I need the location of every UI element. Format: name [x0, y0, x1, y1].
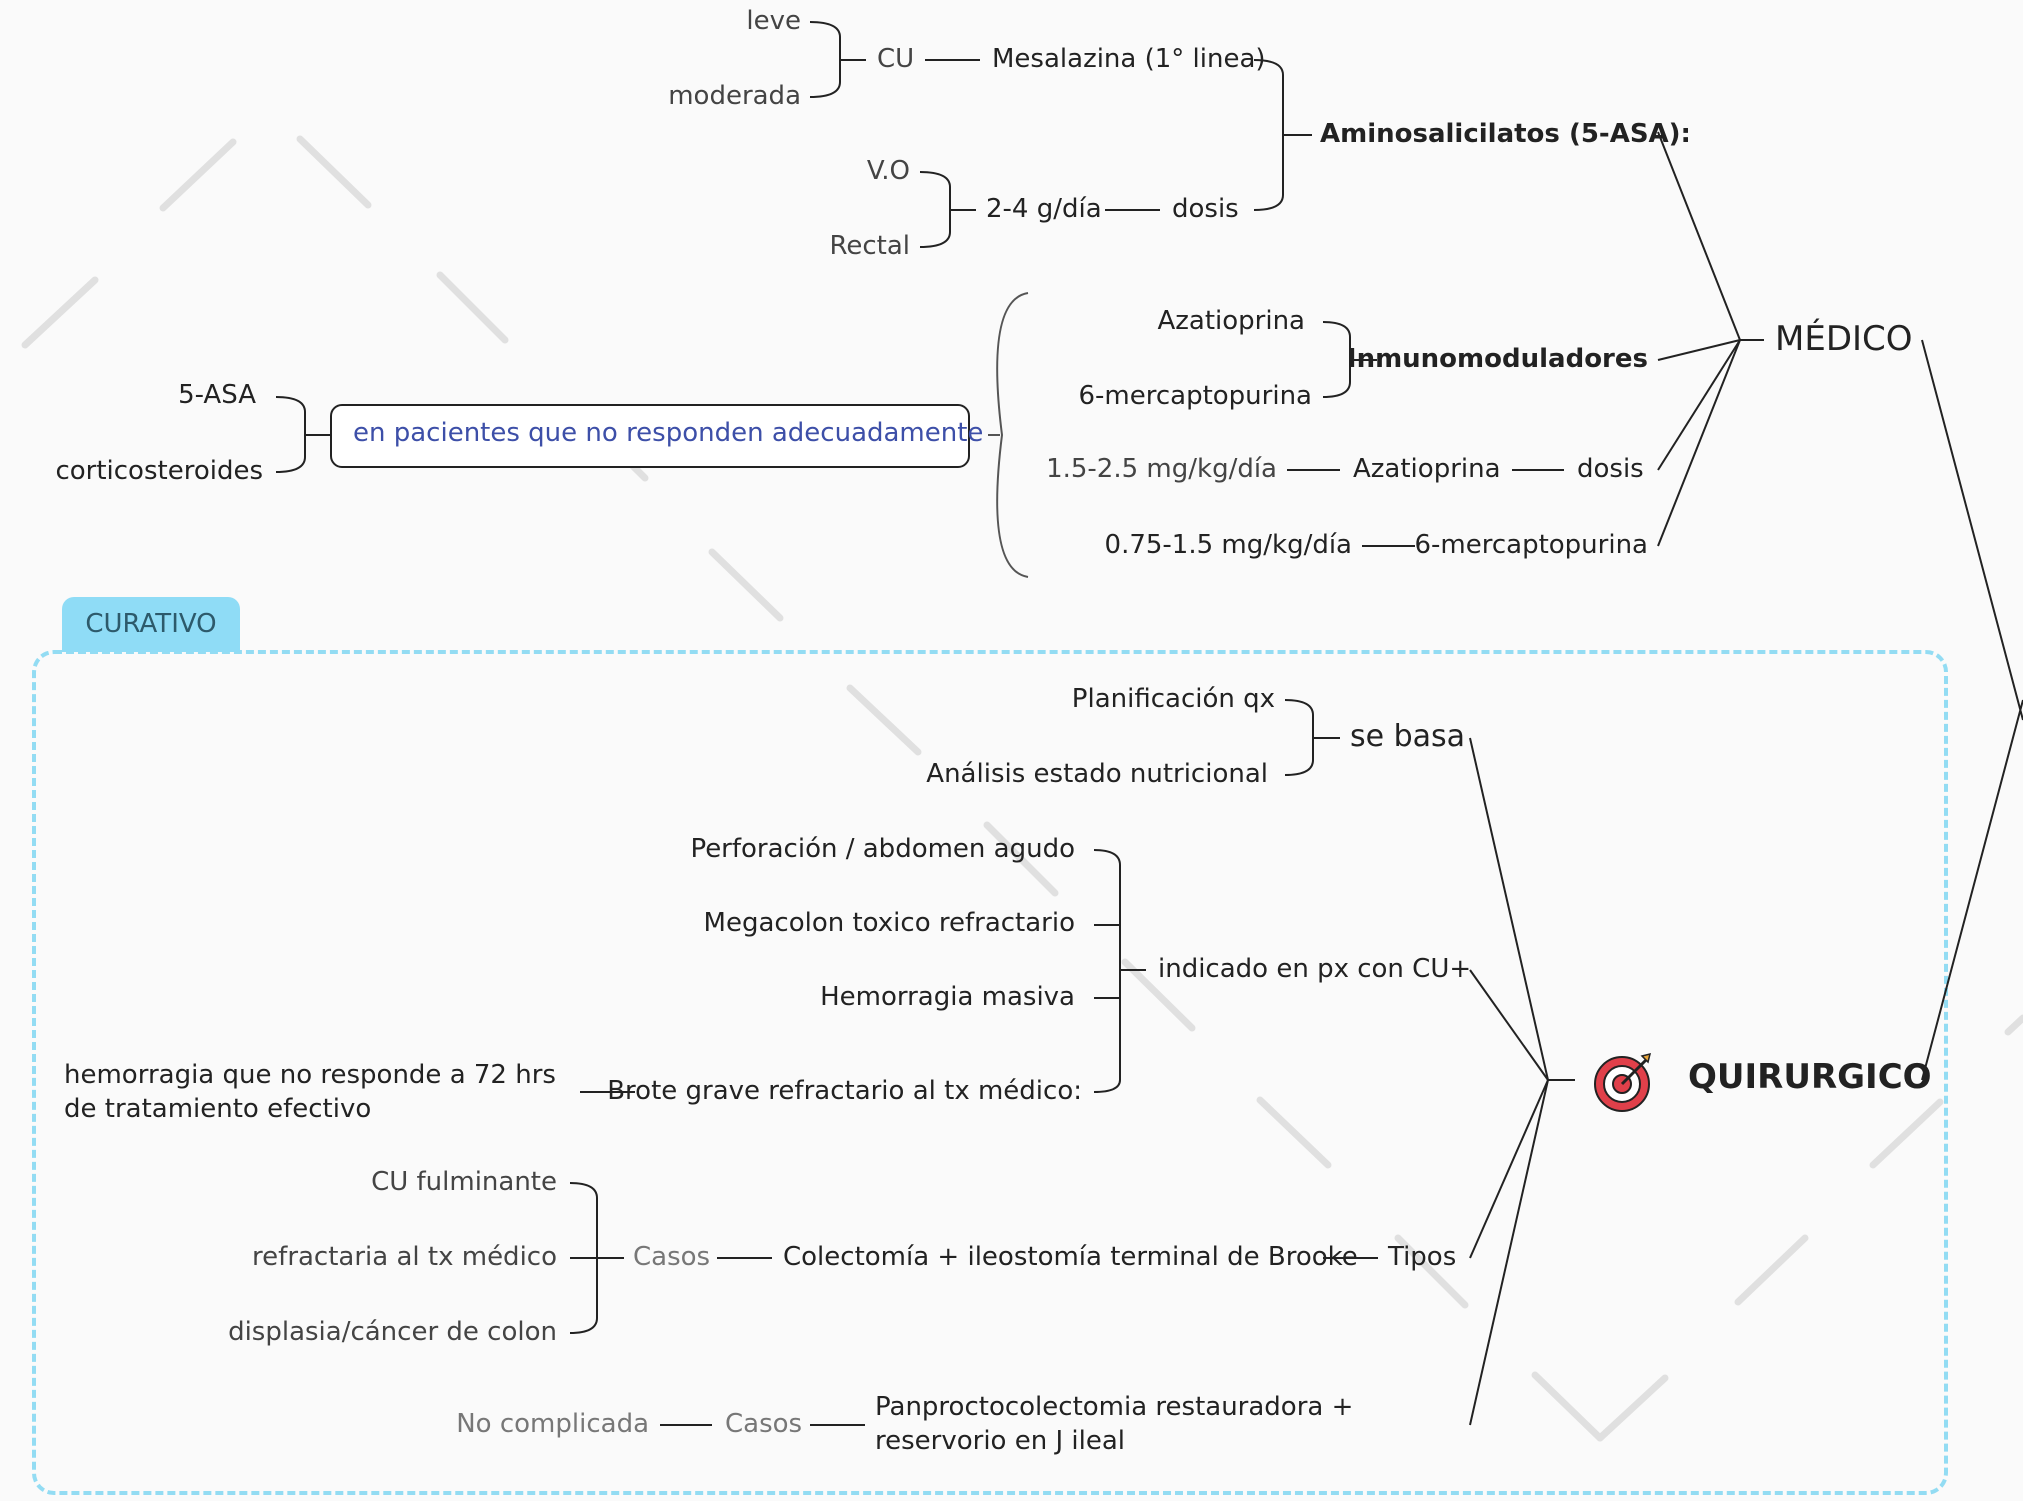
azatioprina-node[interactable]: Azatioprina: [1157, 306, 1305, 336]
mercaptopurina-dose-name[interactable]: 6-mercaptopurina: [1414, 530, 1648, 560]
vo-node[interactable]: V.O: [866, 156, 910, 186]
casos2-node[interactable]: Casos: [725, 1409, 803, 1439]
aminosalicilatos-node[interactable]: Aminosalicilatos (5-ASA):: [1320, 119, 1691, 149]
target-icon: [1592, 1050, 1654, 1112]
moderada-node[interactable]: moderada: [668, 81, 801, 111]
corticosteroides-node[interactable]: corticosteroides: [55, 456, 263, 486]
colectomia-node[interactable]: Colectomía + ileostomía terminal de Broo…: [783, 1242, 1358, 1272]
fulminante-node[interactable]: CU fulminante: [371, 1167, 557, 1197]
curativo-tag[interactable]: CURATIVO: [62, 597, 240, 652]
indicado-node[interactable]: indicado en px con CU+: [1158, 954, 1472, 984]
leve-node[interactable]: leve: [746, 6, 801, 36]
cu-node[interactable]: CU: [877, 44, 915, 74]
analisis-node[interactable]: Análisis estado nutricional: [926, 759, 1268, 789]
curativo-boundary: [32, 650, 1948, 1495]
panproctocolectomia-node[interactable]: Panproctocolectomia restauradora + reser…: [875, 1392, 1354, 1456]
mesalazina-node[interactable]: Mesalazina (1° linea): [992, 44, 1266, 74]
refractaria-node[interactable]: refractaria al tx médico: [252, 1242, 557, 1272]
brote-node[interactable]: Brote grave refractario al tx médico:: [607, 1076, 1082, 1106]
callout-text: en pacientes que no responden adecuadame…: [353, 418, 984, 448]
quirurgico-node[interactable]: QUIRURGICO: [1688, 1057, 1932, 1097]
perforacion-node[interactable]: Perforación / abdomen agudo: [690, 834, 1075, 864]
hemorragia-node[interactable]: Hemorragia masiva: [820, 982, 1075, 1012]
planificacion-node[interactable]: Planificación qx: [1071, 684, 1275, 714]
dosis-node[interactable]: dosis: [1172, 194, 1239, 224]
mercaptopurina-node[interactable]: 6-mercaptopurina: [1078, 381, 1312, 411]
casos-node[interactable]: Casos: [633, 1242, 711, 1272]
asa-node[interactable]: 5-ASA: [178, 380, 256, 410]
medico-node[interactable]: MÉDICO: [1775, 319, 1913, 359]
tipos-node[interactable]: Tipos: [1388, 1242, 1457, 1272]
inmunomoduladores-node[interactable]: Inmunomoduladores: [1346, 344, 1648, 374]
azatioprina-dose-name[interactable]: Azatioprina: [1353, 454, 1501, 484]
displasia-node[interactable]: displasia/cáncer de colon: [228, 1317, 557, 1347]
no-complicada-node[interactable]: No complicada: [456, 1409, 649, 1439]
dosis-inmuno-node[interactable]: dosis: [1577, 454, 1644, 484]
hemorragia-72-node[interactable]: hemorragia que no responde a 72 hrs de t…: [64, 1060, 556, 1124]
mercaptopurina-dose-value[interactable]: 0.75-1.5 mg/kg/día: [1104, 530, 1352, 560]
callout-box[interactable]: [330, 404, 970, 468]
azatioprina-dose-value[interactable]: 1.5-2.5 mg/kg/día: [1046, 454, 1277, 484]
dose-value-node[interactable]: 2-4 g/día: [986, 194, 1102, 224]
se-basa-node[interactable]: se basa: [1350, 719, 1466, 754]
megacolon-node[interactable]: Megacolon toxico refractario: [703, 908, 1075, 938]
rectal-node[interactable]: Rectal: [829, 231, 910, 261]
